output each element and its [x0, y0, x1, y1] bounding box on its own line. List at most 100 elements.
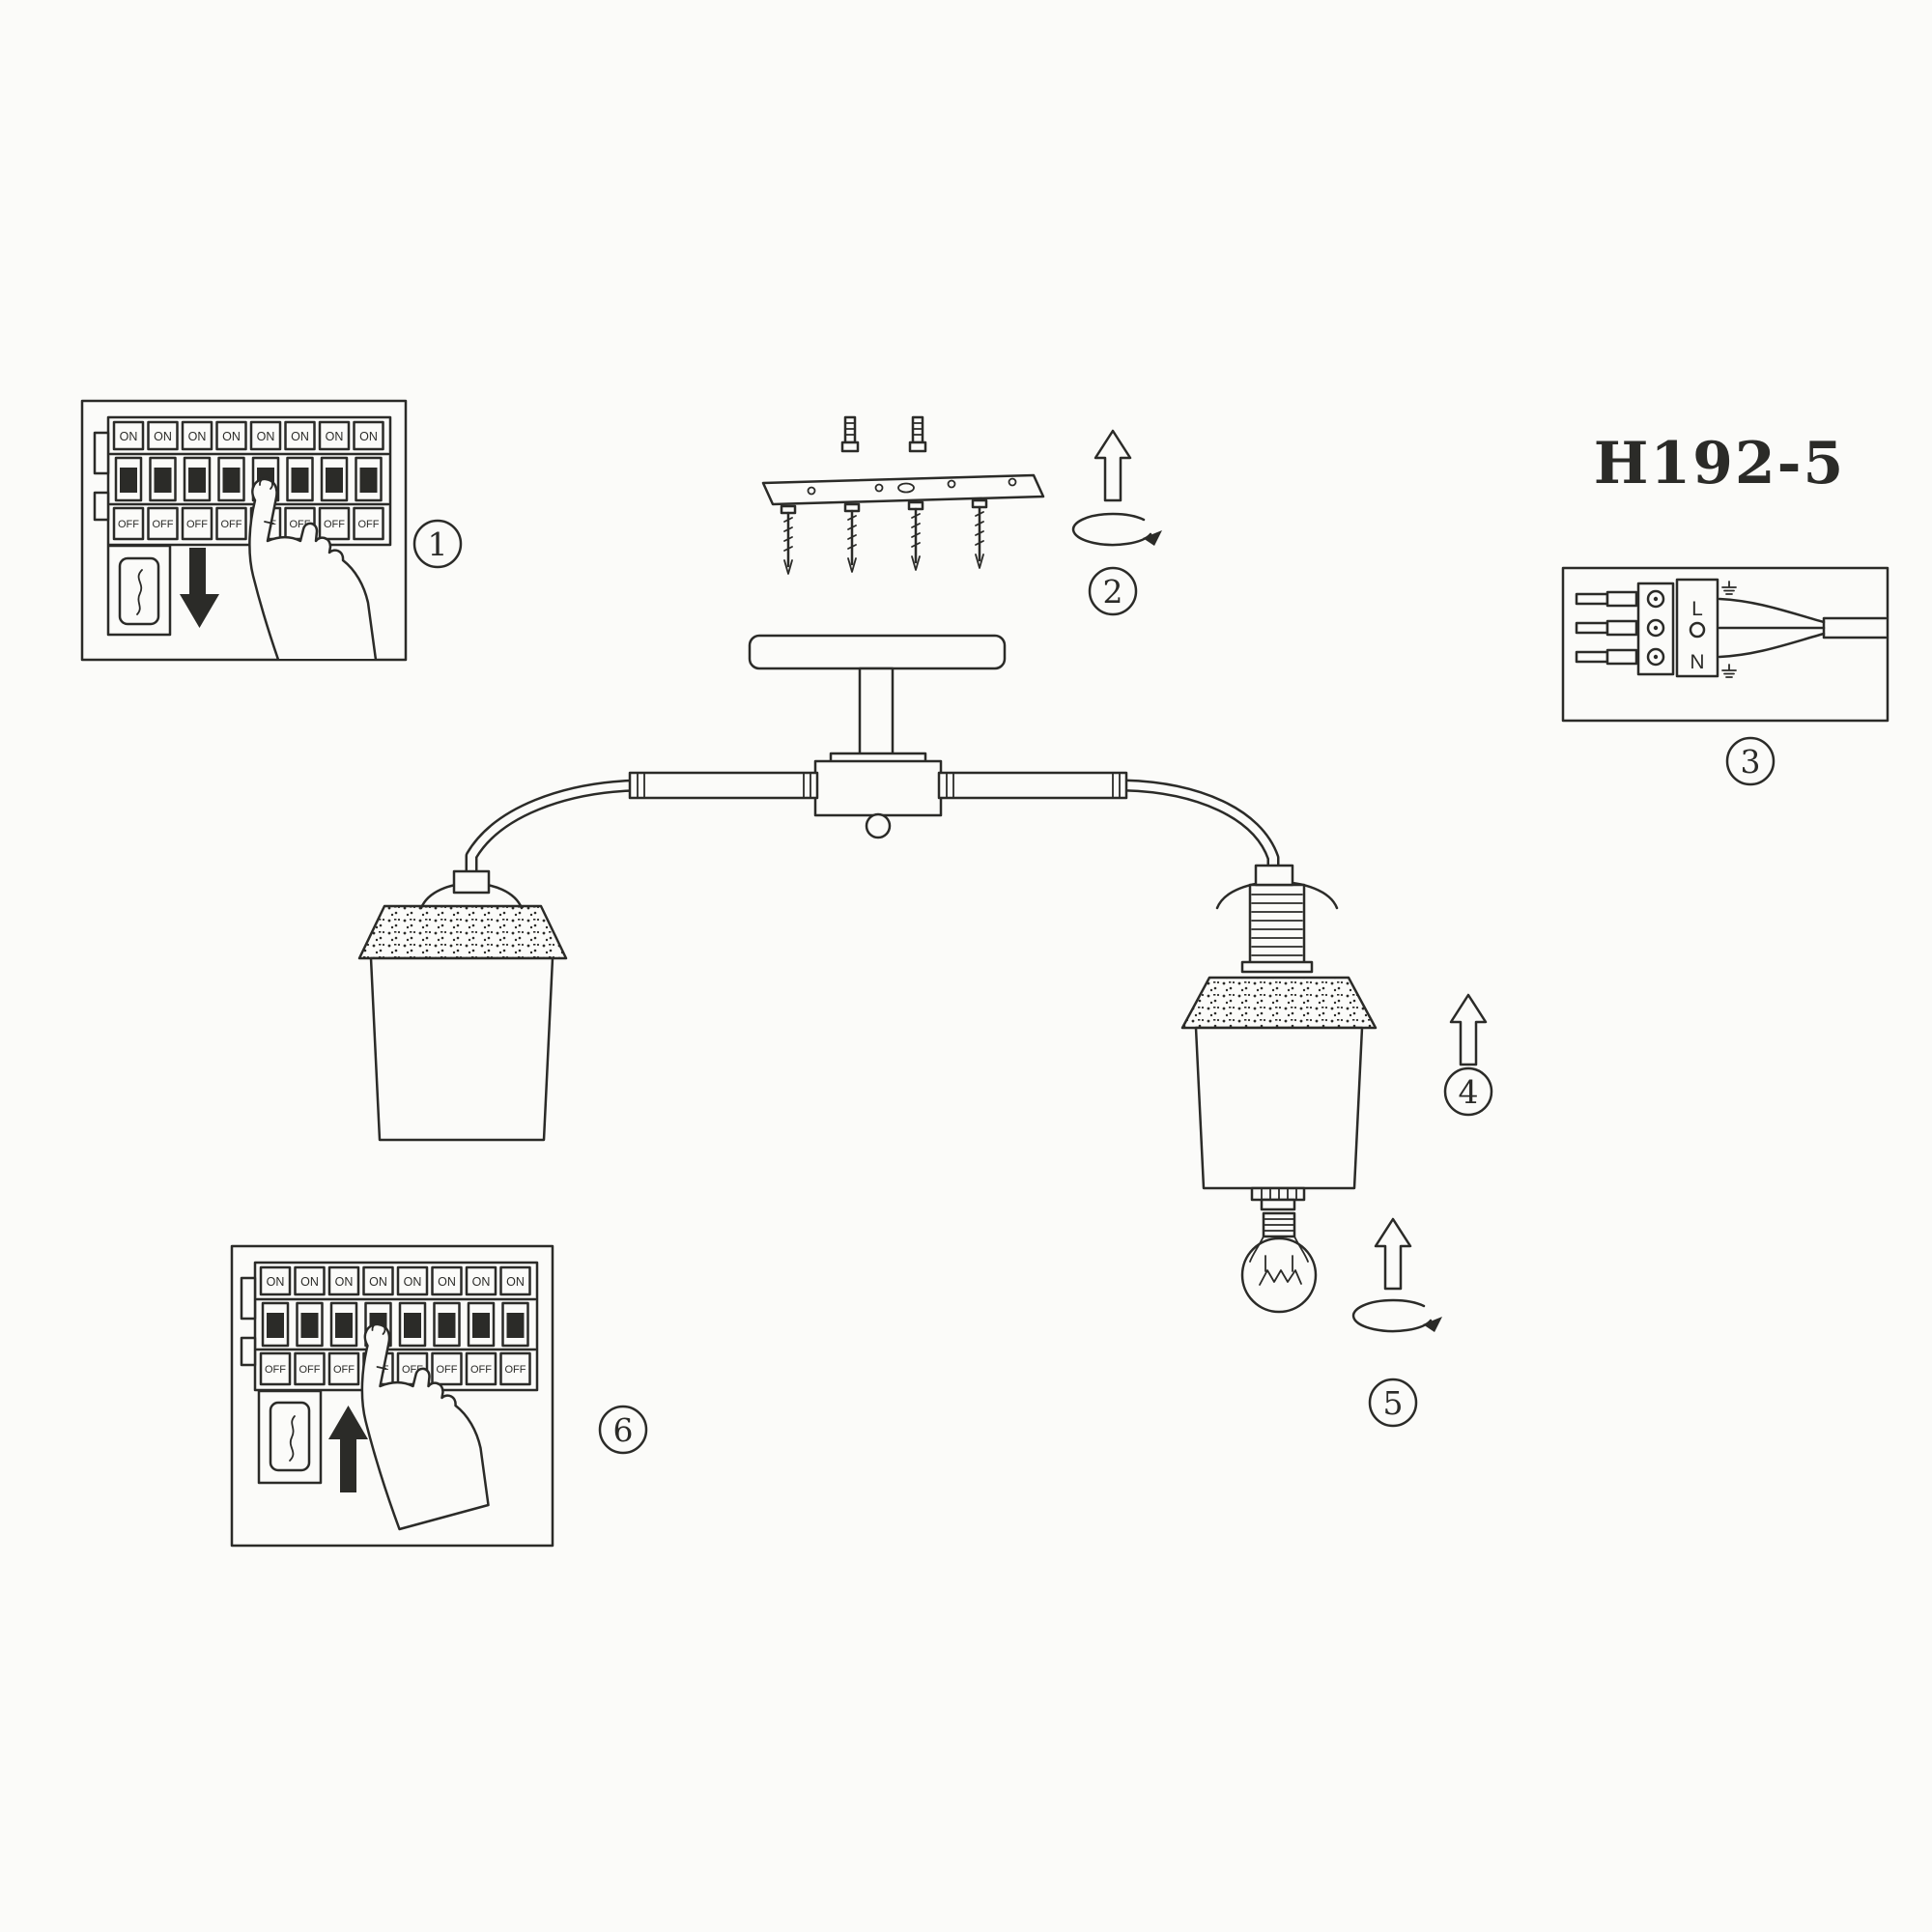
right-shade	[1180, 976, 1378, 1211]
rocker-switch-icon	[118, 556, 160, 626]
hanger-bolt	[840, 415, 860, 453]
step-1-badge: 1	[412, 519, 463, 569]
socket-ring	[1240, 960, 1314, 974]
model-number: H192-5	[1594, 430, 1846, 497]
bulb-filament	[1259, 1269, 1302, 1286]
breaker-off-label: OFF	[505, 1364, 526, 1376]
screw	[907, 500, 924, 571]
step-2-badge: 2	[1088, 566, 1138, 616]
step-4-badge: 4	[1443, 1066, 1493, 1117]
step-6-power-on-diagram: ON ON ON ON ON ON ON ON OFF OFF OFF OFF …	[230, 1244, 648, 1548]
step-3-number: 3	[1741, 743, 1761, 781]
power-off-down-arrow-icon	[180, 548, 219, 628]
breaker-on-label: ON	[291, 430, 309, 443]
screw	[780, 504, 797, 575]
lift-up-arrow-icon	[1094, 429, 1132, 502]
breaker-on-label: ON	[335, 1275, 354, 1289]
line-terminal-label: L	[1691, 598, 1703, 620]
center-hub	[813, 759, 943, 817]
rotate-arrow-icon	[1071, 512, 1164, 548]
step-6-badge: 6	[598, 1405, 648, 1455]
step-1-power-off-diagram: ON ON ON ON ON ON ON ON OFF OFF OFF OFF …	[80, 399, 463, 662]
terminal-block: L N	[1675, 578, 1719, 678]
step-2-number: 2	[1103, 573, 1123, 611]
lift-up-arrow-icon	[1449, 993, 1488, 1066]
right-socket-assembly	[1215, 864, 1339, 974]
shade-body	[1194, 1026, 1364, 1190]
breaker-on-label: ON	[188, 430, 207, 443]
step-5-number: 5	[1383, 1384, 1404, 1422]
light-bulb	[1240, 1211, 1318, 1314]
right-arm	[937, 771, 1280, 880]
screw	[971, 498, 988, 569]
breaker-on-label: ON	[300, 1275, 319, 1289]
hanger-bolt	[908, 415, 927, 453]
step-6-contents: ON ON ON ON ON ON ON ON OFF OFF OFF OFF …	[240, 1261, 539, 1531]
breaker-on-labels: ON ON ON ON ON ON ON ON	[267, 1275, 525, 1289]
step-3-wiring-diagram: L N 3	[1561, 566, 1889, 786]
power-on-up-arrow-icon	[328, 1406, 368, 1492]
shade-textured-band	[357, 904, 568, 960]
breaker-on-labels: ON ON ON ON ON ON ON ON	[120, 430, 378, 443]
step-4-number: 4	[1459, 1073, 1479, 1111]
terminal-screw-strip	[1636, 582, 1675, 676]
breaker-on-label: ON	[404, 1275, 422, 1289]
rotate-arrow-icon	[1351, 1298, 1444, 1334]
neutral-terminal-label: N	[1690, 651, 1704, 673]
switch-on-icon-box	[257, 1389, 323, 1485]
step-3-badge: 3	[1725, 736, 1776, 786]
breaker-on-label: ON	[472, 1275, 491, 1289]
rocker-switch-icon	[269, 1401, 311, 1472]
earth-symbol-icon	[1721, 664, 1737, 678]
breaker-on-label: ON	[222, 430, 241, 443]
threaded-socket	[1248, 883, 1306, 966]
fixture-cable	[1718, 597, 1888, 659]
mounting-screws	[780, 498, 988, 575]
shade-textured-band	[1180, 976, 1378, 1030]
lift-up-arrow-icon	[1374, 1217, 1412, 1291]
step-6-number: 6	[613, 1411, 634, 1449]
step-1-contents: ON ON ON ON ON ON ON ON OFF OFF OFF OFF …	[93, 415, 392, 659]
breaker-off-label: OFF	[153, 519, 174, 530]
breaker-on-label: ON	[359, 430, 378, 443]
step-5-badge: 5	[1368, 1378, 1418, 1428]
socket-fitter	[1254, 864, 1294, 887]
ceiling-fixture-illustration	[357, 634, 1378, 1314]
breaker-on-label: ON	[506, 1275, 525, 1289]
step-4-annotation: 4	[1443, 993, 1493, 1117]
breaker-on-label: ON	[120, 430, 138, 443]
step-1-number: 1	[428, 526, 448, 563]
breaker-off-label: OFF	[186, 519, 208, 530]
breaker-on-label: ON	[326, 430, 344, 443]
left-arm	[465, 771, 819, 882]
breaker-off-label: OFF	[221, 519, 242, 530]
breaker-on-label: ON	[438, 1275, 456, 1289]
step-5-annotation: 5	[1351, 1217, 1444, 1428]
breaker-off-label: OFF	[437, 1364, 458, 1376]
hub-finial-ball	[865, 812, 892, 839]
breaker-on-label: ON	[257, 430, 275, 443]
ceiling-canopy	[748, 634, 1007, 670]
breaker-off-label: OFF	[333, 1364, 355, 1376]
earth-symbol-icon	[1721, 581, 1737, 595]
breaker-off-label: OFF	[470, 1364, 492, 1376]
shade-body	[369, 956, 554, 1142]
screw	[843, 502, 861, 573]
breaker-on-label: ON	[267, 1275, 285, 1289]
shade-fitter	[452, 869, 491, 895]
breaker-off-label: OFF	[299, 1364, 321, 1376]
switch-off-icon-box	[106, 544, 172, 637]
breaker-on-label: ON	[369, 1275, 387, 1289]
artwork-root: ON ON ON ON ON ON ON ON OFF OFF OFF OFF …	[80, 399, 1889, 1548]
canopy-stem	[858, 667, 895, 765]
breaker-off-label: OFF	[358, 519, 380, 530]
breaker-off-label: OFF	[265, 1364, 286, 1376]
breaker-off-label: OFF	[118, 519, 139, 530]
mounting-bar	[761, 473, 1045, 506]
shade-collar-small	[1260, 1198, 1296, 1211]
breaker-off-label: OFF	[324, 519, 345, 530]
left-shade	[357, 869, 568, 1142]
breaker-on-label: ON	[154, 430, 172, 443]
